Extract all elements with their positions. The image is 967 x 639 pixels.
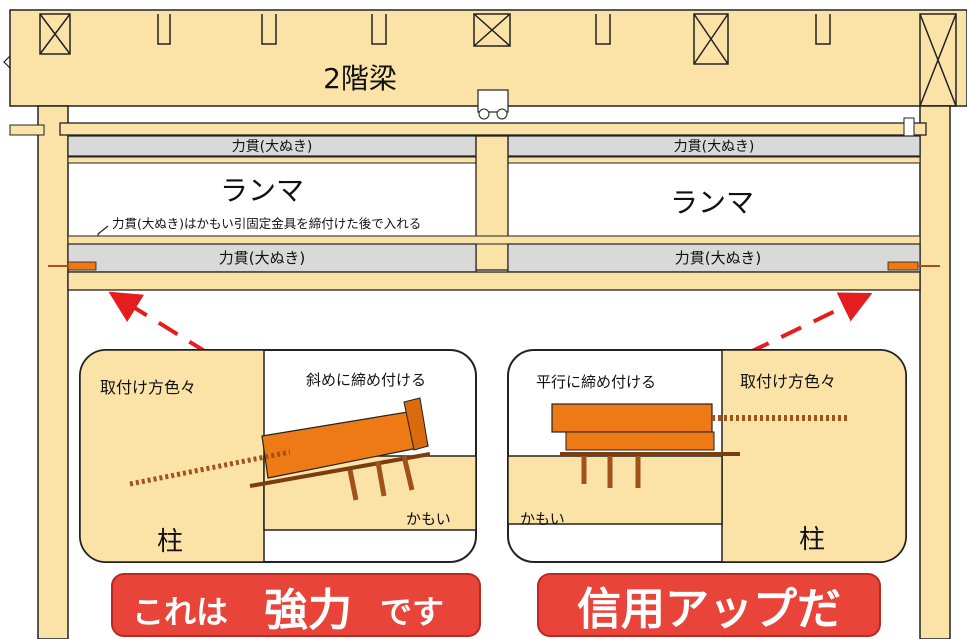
left-screw-icon xyxy=(48,261,97,271)
right-action-label: 平行に締め付ける xyxy=(536,373,656,391)
top-rail xyxy=(59,122,927,136)
right-kamoi-label: かもい xyxy=(520,510,565,528)
instruction-note: 力貫(大ぬき)はかもい引固定金具を締付けた後で入れる xyxy=(112,216,421,231)
right-screw-icon xyxy=(887,261,940,271)
banner-left-post: です xyxy=(380,593,444,631)
banner-right-text: 信用アップだ xyxy=(577,584,841,635)
right-bracket-icon xyxy=(551,403,850,488)
ranma-left-label: ランマ xyxy=(220,174,304,207)
banner-left: これは 強力 です xyxy=(111,573,481,637)
left-bracket-icon xyxy=(129,397,431,501)
upper-nuki-right-label: 力貫(大ぬき) xyxy=(674,139,755,155)
kamoi-beam xyxy=(67,271,921,291)
right-arrow xyxy=(683,292,873,386)
left-kamoi-label: かもい xyxy=(406,510,451,528)
lower-nuki-left-label: 力貫(大ぬき) xyxy=(219,249,305,267)
right-post-section xyxy=(721,349,907,563)
left-action-label: 斜めに締め付ける xyxy=(306,371,426,389)
lower-nuki-right xyxy=(507,243,921,273)
right-method-label: 取付け方色々 xyxy=(740,372,836,391)
beam-label: 2階梁 xyxy=(323,62,397,95)
lower-nuki-right-label: 力貫(大ぬき) xyxy=(675,249,761,267)
lower-sill xyxy=(67,235,921,245)
right-post-label: 柱 xyxy=(799,525,825,555)
ranma-right-label: ランマ xyxy=(670,186,754,219)
lower-nuki-left xyxy=(67,243,477,273)
banner-right: 信用アップだ xyxy=(537,573,881,637)
hanger-bracket xyxy=(477,89,509,120)
left-detail-panel: 取付け方色々 斜めに締め付ける 柱 かもい xyxy=(79,349,477,563)
joist-ends xyxy=(39,13,957,107)
left-stub xyxy=(9,124,45,136)
left-method-label: 取付け方色々 xyxy=(100,378,196,397)
center-stud xyxy=(475,135,509,271)
right-detail-panel: 平行に締め付ける 取付け方色々 柱 かもい xyxy=(507,349,907,563)
left-post xyxy=(37,105,69,639)
left-post-label: 柱 xyxy=(157,527,183,557)
banner-left-pre: これは xyxy=(132,593,228,631)
upper-nuki-left-label: 力貫(大ぬき) xyxy=(232,139,313,155)
top-rail-bracket xyxy=(903,117,915,137)
left-post-section xyxy=(79,349,265,563)
right-post xyxy=(919,105,951,639)
banner-left-strong: 強力 xyxy=(264,585,352,636)
